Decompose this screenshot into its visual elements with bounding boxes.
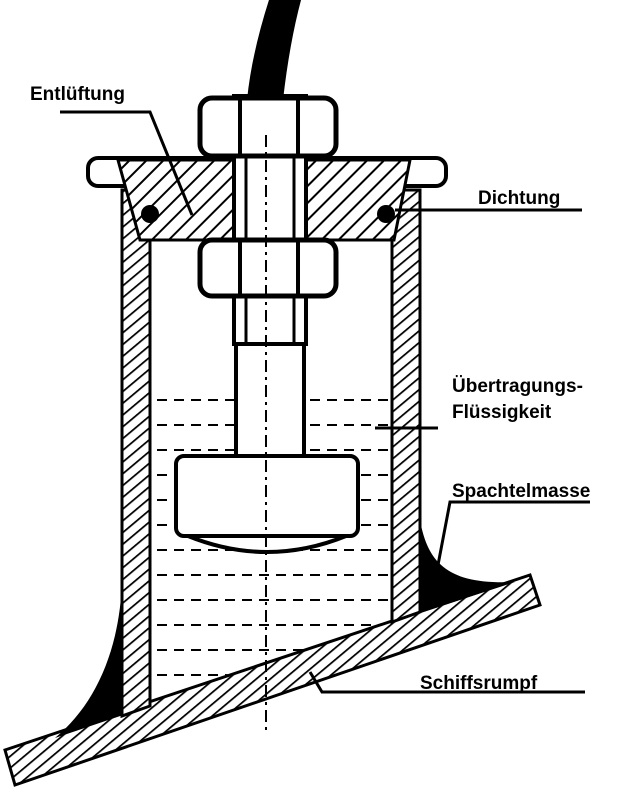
filler-compound-right — [392, 520, 515, 622]
leader-entlueftung — [60, 110, 194, 216]
lower-nut — [197, 237, 339, 299]
label-fluessigkeit-line1: Übertragungs- — [452, 376, 583, 397]
transducer-stem — [234, 342, 306, 460]
seal-ring-left — [141, 205, 159, 223]
leader-schiffsrumpf — [308, 671, 585, 694]
label-fluessigkeit-line2: Flüssigkeit — [452, 402, 552, 423]
label-dichtung: Dichtung — [478, 188, 560, 209]
cable — [246, 0, 302, 101]
leader-spachtelmasse — [436, 500, 590, 566]
upper-nut — [197, 95, 339, 159]
tube-wall-right — [390, 188, 422, 625]
label-spachtelmasse: Spachtelmasse — [452, 481, 590, 502]
ship-hull — [3, 573, 542, 787]
label-entlueftung: Entlüftung — [30, 84, 125, 105]
seal-ring-right — [377, 205, 395, 223]
label-schiffsrumpf: Schiffsrumpf — [420, 673, 538, 694]
tube-wall-left — [120, 188, 152, 719]
